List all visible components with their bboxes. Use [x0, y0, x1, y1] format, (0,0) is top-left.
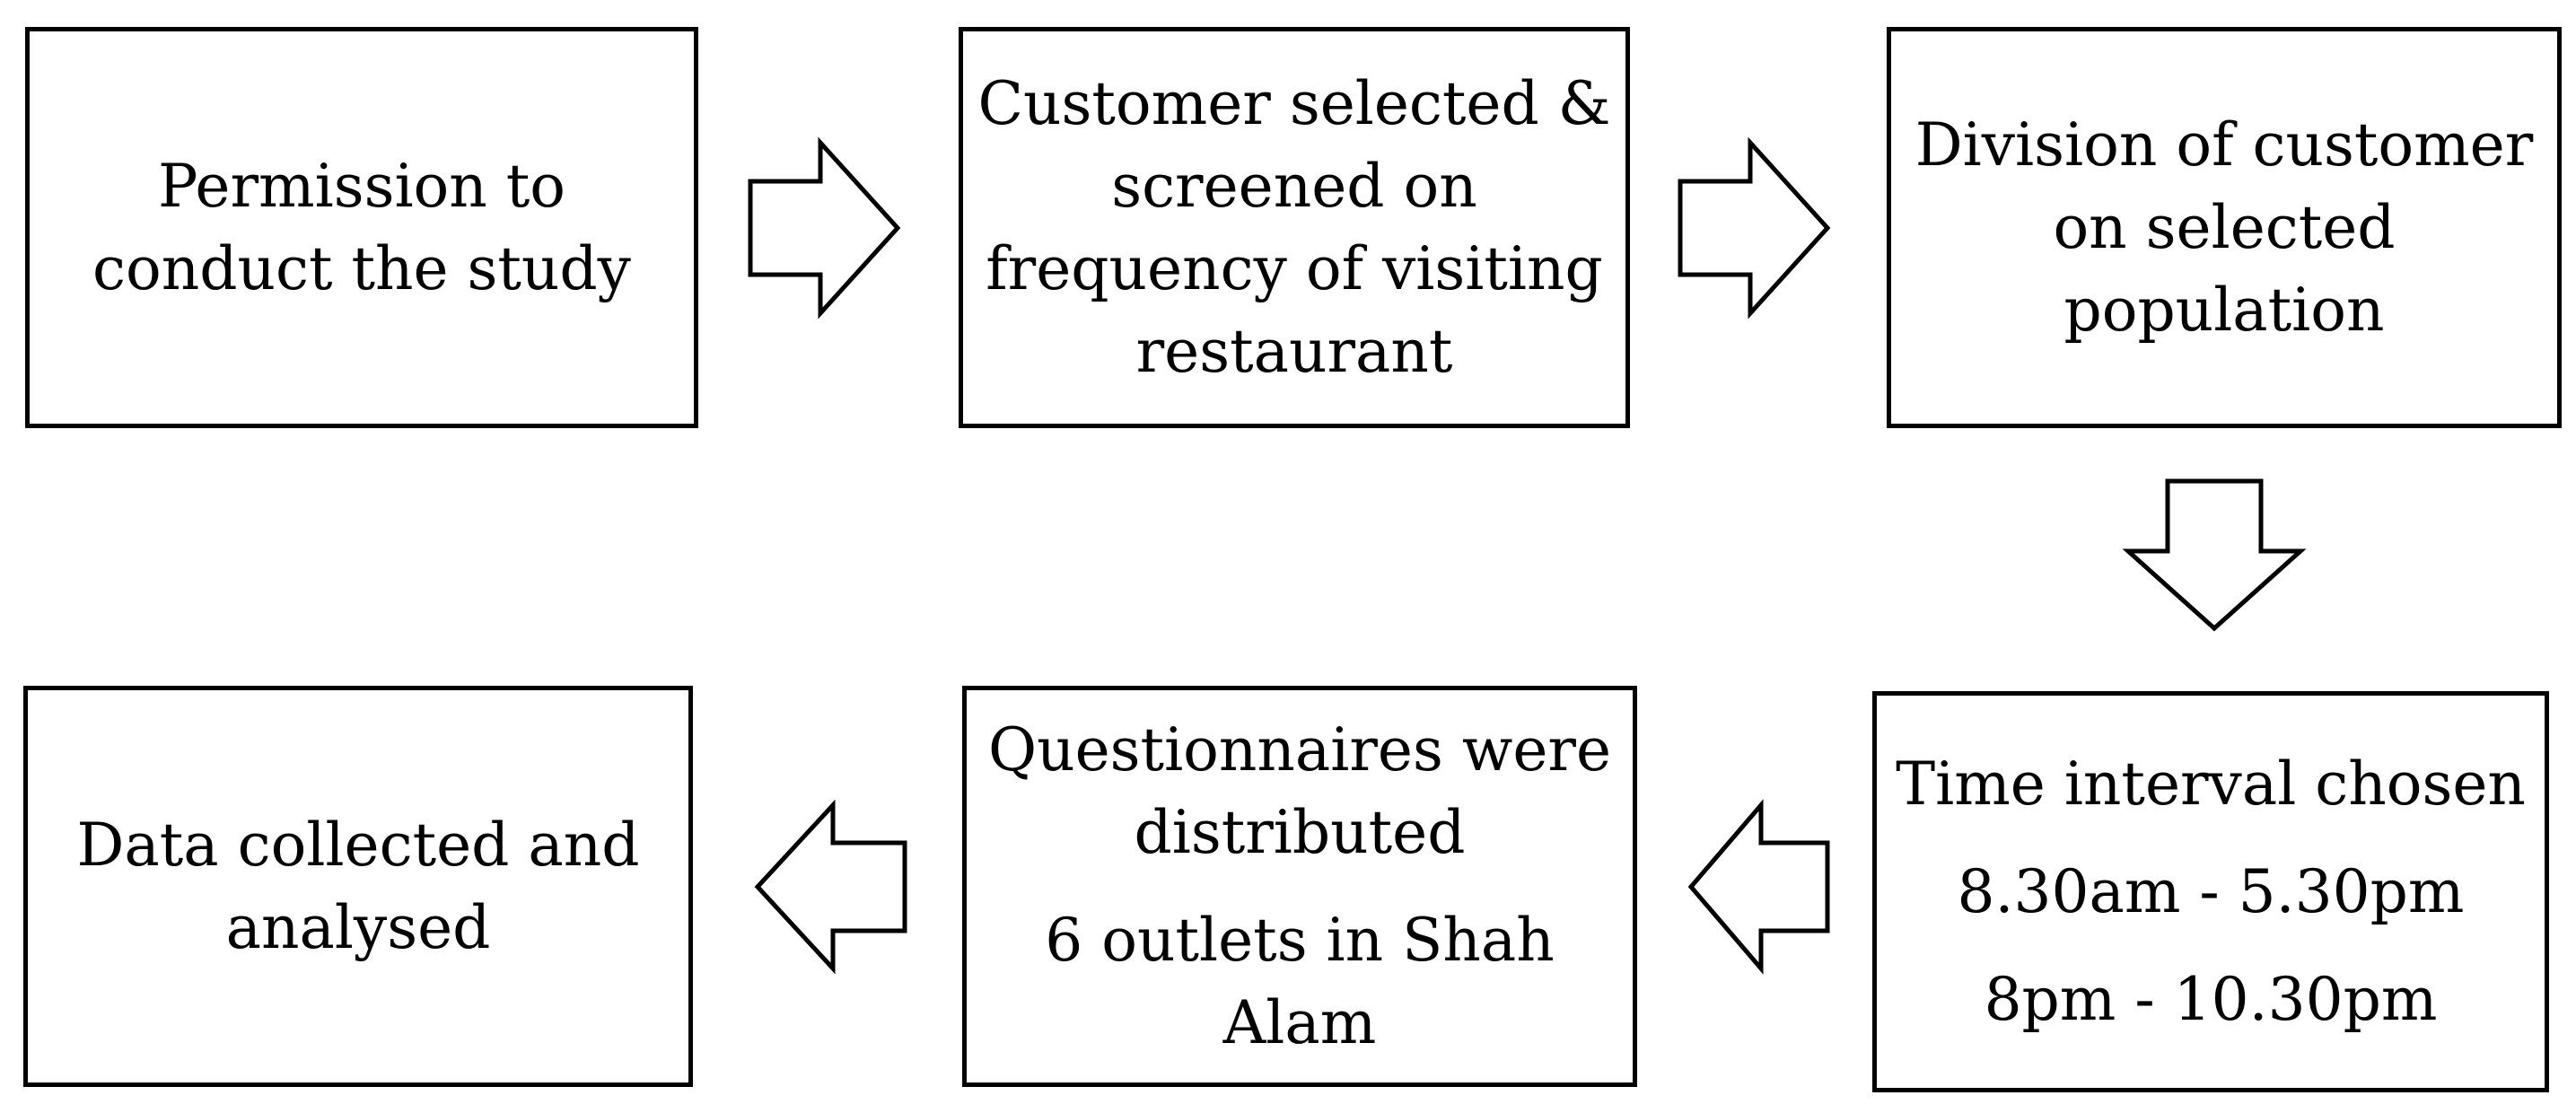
arrow-down-icon [2122, 478, 2307, 632]
step-customer-selected-text-line-1: Customer selected & [977, 68, 1611, 138]
step-permission-text-line-2: conduct the study [92, 233, 631, 303]
step-division-box: Division of customer on selected populat… [1887, 27, 2562, 428]
step-questionnaires-box: Questionnaires were distributed 6 outlet… [962, 686, 1637, 1087]
step-customer-selected-text-line-4: restaurant [1135, 316, 1453, 386]
step-time-interval-slot-2: 8pm - 10.30pm [1984, 964, 2438, 1034]
arrow-right-icon [1678, 136, 1831, 320]
step-time-interval-slot-1: 8.30am - 5.30pm [1957, 856, 2465, 926]
step-permission-box: Permission to conduct the study [25, 27, 698, 428]
step-division-text-line-3: population [2063, 275, 2385, 345]
step-data-collected-text-line-2: analysed [225, 892, 491, 962]
step-customer-selected-text-line-3: frequency of visiting [986, 233, 1603, 303]
step-division-text-line-2: on selected [2053, 192, 2396, 262]
step-questionnaires-text-line-2: distributed [1134, 797, 1466, 867]
step-customer-selected-text-line-2: screened on [1111, 151, 1477, 221]
step-division-text-line-1: Division of customer [1914, 110, 2534, 180]
arrow-right-icon [748, 136, 901, 320]
arrow-left-icon [754, 799, 907, 975]
step-customer-selected-box: Customer selected & screened on frequenc… [959, 27, 1630, 428]
step-questionnaires-outlets-line-1: 6 outlets in Shah [1045, 905, 1555, 975]
step-questionnaires-outlets-line-2: Alam [1222, 987, 1377, 1057]
arrow-left-icon [1687, 799, 1830, 975]
step-data-collected-text-line-1: Data collected and [76, 810, 640, 880]
step-questionnaires-text-line-1: Questionnaires were [988, 714, 1611, 784]
step-time-interval-box: Time interval chosen 8.30am - 5.30pm 8pm… [1872, 691, 2549, 1092]
step-data-collected-box: Data collected and analysed [23, 686, 693, 1087]
step-time-interval-title: Time interval chosen [1896, 749, 2526, 819]
step-permission-text-line-1: Permission to [157, 151, 566, 221]
